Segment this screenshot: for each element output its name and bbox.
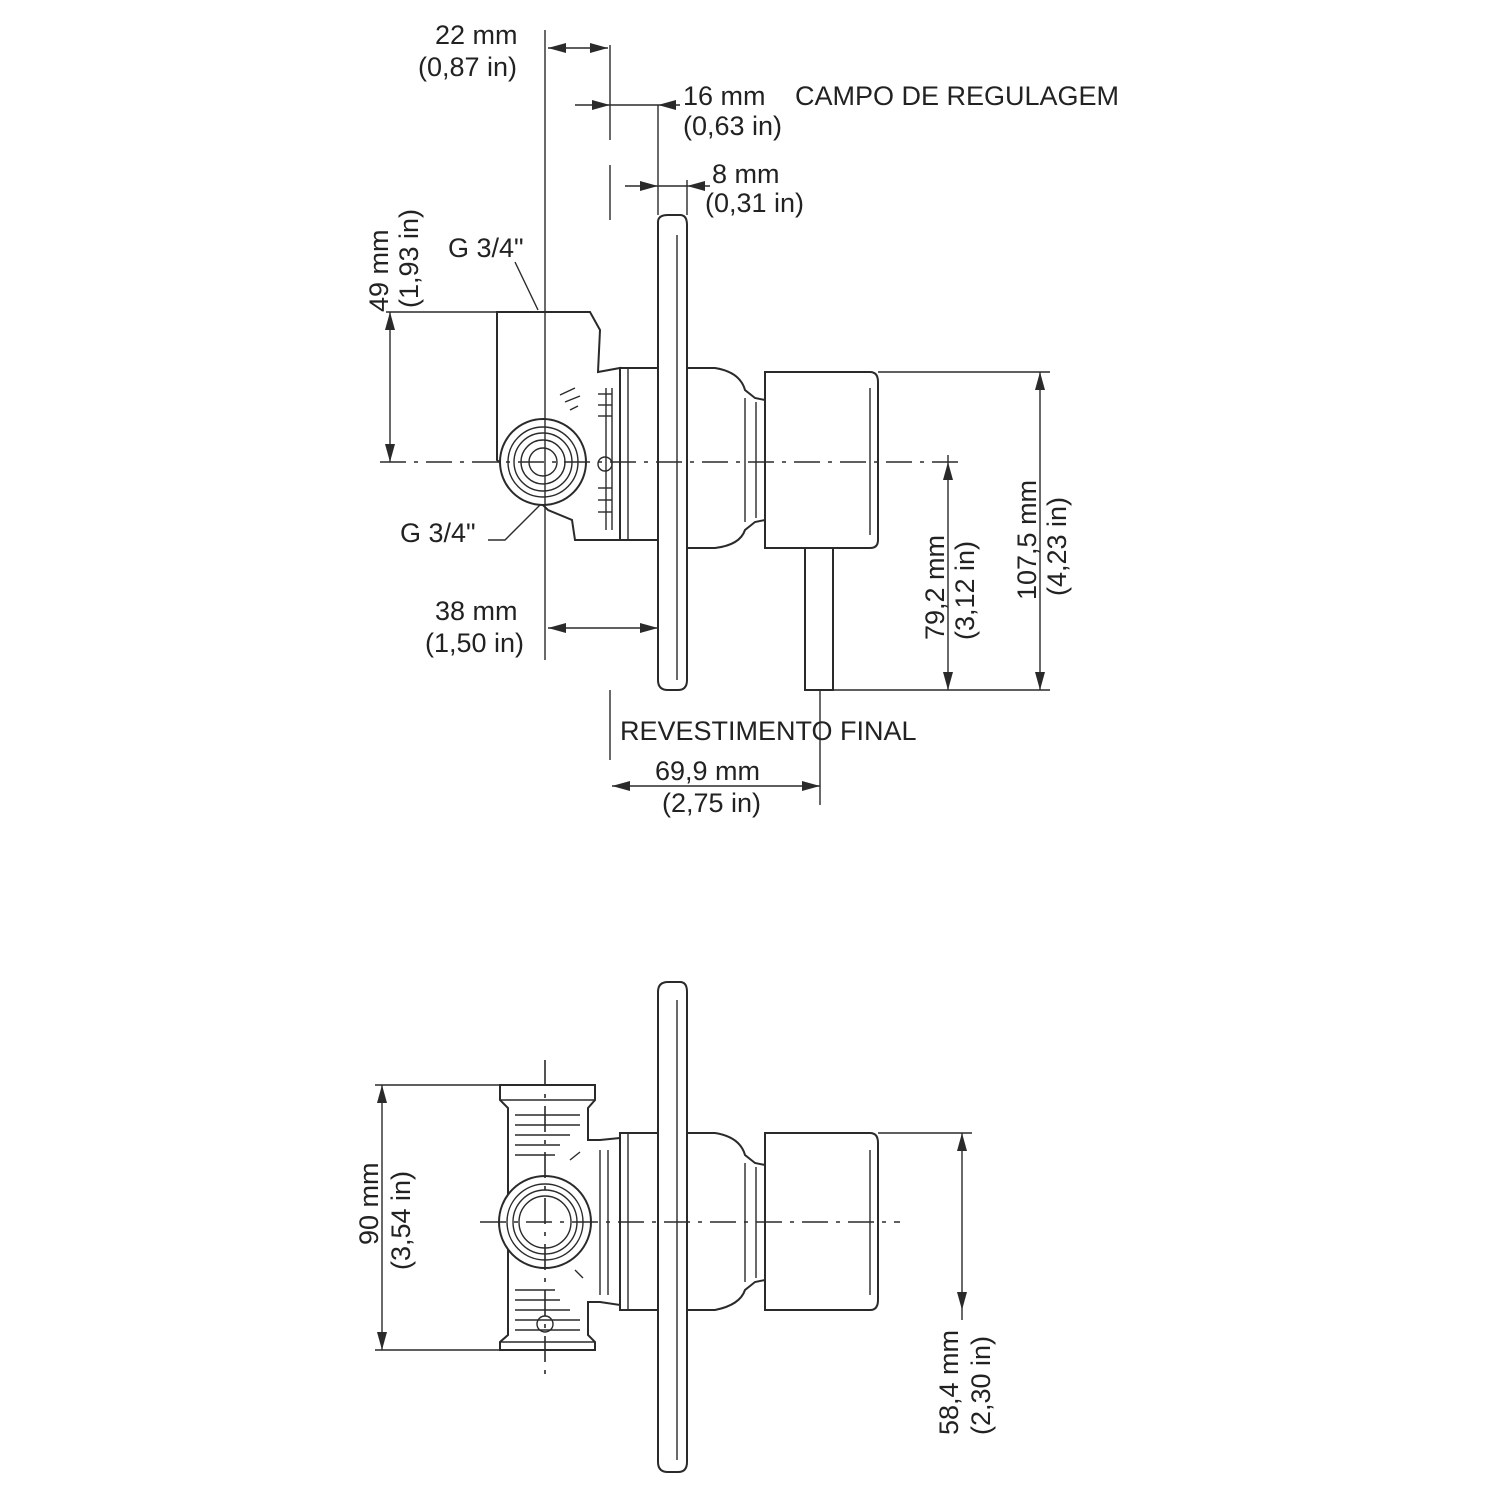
revestimento-final-label: REVESTIMENTO FINAL [620, 716, 917, 746]
dim-58-in: (2,30 in) [966, 1336, 996, 1435]
dim-90-in: (3,54 in) [386, 1171, 416, 1270]
dim-38-mm: 38 mm [435, 596, 518, 626]
dim-8-in: (0,31 in) [705, 188, 804, 218]
handle-cylinder [764, 371, 879, 549]
handle-lever [804, 547, 834, 691]
dim-38-in: (1,50 in) [425, 628, 524, 658]
dim-22-in: (0,87 in) [418, 52, 517, 82]
wall-plate [657, 214, 688, 691]
dim-79-mm: 79,2 mm [920, 535, 950, 640]
dim-16-in: (0,63 in) [683, 111, 782, 141]
dim-107-mm: 107,5 mm [1012, 480, 1042, 600]
dim-49-in: (1,93 in) [394, 209, 424, 308]
dim-16-mm: 16 mm [683, 81, 766, 111]
side-view: 22 mm (0,87 in) 16 mm CAMPO DE REGULAGEM… [364, 20, 1119, 818]
flange [619, 367, 659, 541]
thread-label-bottom: G 3/4" [400, 518, 476, 548]
campo-regulagem-label: CAMPO DE REGULAGEM [795, 81, 1119, 111]
dim-69-mm: 69,9 mm [655, 756, 760, 786]
top-view: 90 mm (3,54 in) 58,4 mm (2,30 in) [354, 981, 996, 1473]
thread-label-top: G 3/4" [448, 233, 524, 263]
dim-8-mm: 8 mm [712, 159, 780, 189]
dim-69-in: (2,75 in) [662, 788, 761, 818]
dim-79-in: (3,12 in) [950, 541, 980, 640]
dim-58-mm: 58,4 mm [934, 1330, 964, 1435]
dim-49-mm: 49 mm [364, 229, 394, 312]
dim-90-mm: 90 mm [354, 1162, 384, 1245]
wall-plate-2 [657, 981, 688, 1473]
dim-22-mm: 22 mm [435, 20, 518, 50]
dim-107-in: (4,23 in) [1042, 497, 1072, 596]
escutcheon [686, 367, 766, 549]
